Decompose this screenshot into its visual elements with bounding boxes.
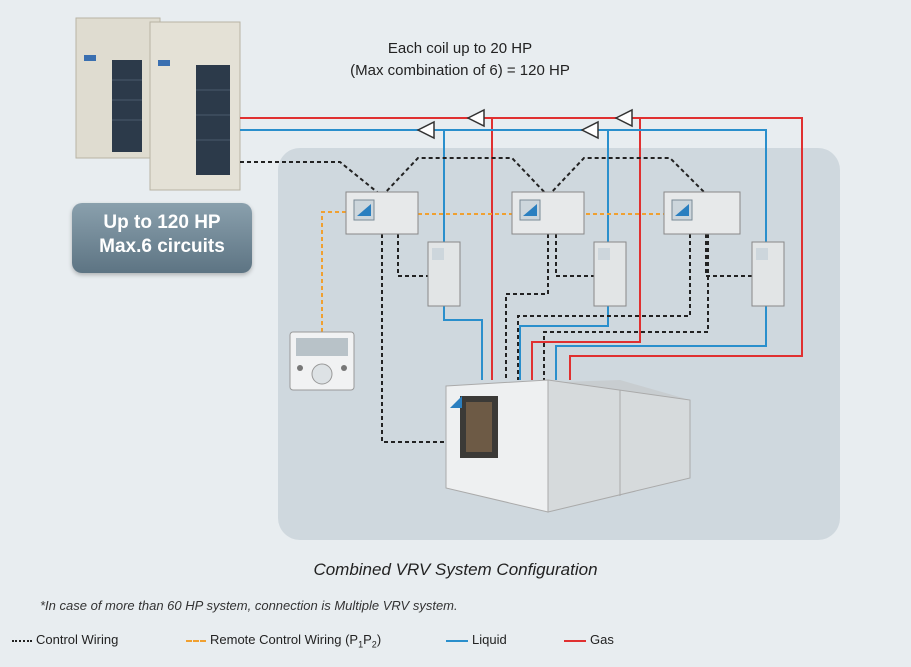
diagram-caption: Combined VRV System Configuration	[313, 560, 598, 579]
legend-label-remote: Remote Control Wiring (P	[210, 632, 359, 647]
header-line-1: Each coil up to 20 HP	[387, 40, 533, 57]
capacity-badge: Up to 120 HP Max.6 circuits	[72, 203, 252, 273]
control-wiring	[240, 157, 752, 443]
legend-swatch-control	[12, 639, 32, 642]
legend-label-remote-end: )	[376, 632, 382, 647]
legend-swatch-liquid	[446, 639, 468, 642]
badge-line-2: Max.6 circuits	[99, 236, 225, 257]
legend-remote-wiring: Remote Control Wiring (P1P2)	[186, 632, 381, 650]
footnote: *In case of more than 60 HP system, conn…	[40, 598, 458, 613]
expansion-valve-kit-icon	[427, 241, 785, 307]
legend-control-wiring: Control Wiring	[12, 632, 118, 647]
outdoor-unit-icon	[75, 17, 241, 191]
badge-line-1: Up to 120 HP	[103, 212, 221, 233]
legend-liquid: Liquid	[446, 632, 507, 647]
legend-label-control: Control Wiring	[36, 632, 119, 647]
control-box-icon	[345, 191, 741, 235]
legend-label-liquid: Liquid	[472, 632, 507, 647]
remote-controller-icon	[289, 331, 355, 391]
legend-label-remote-mid: P	[363, 632, 372, 647]
liquid-lines	[240, 129, 767, 380]
legend-label-gas: Gas	[590, 632, 614, 647]
triangle-valve-icon	[416, 108, 633, 140]
legend-swatch-gas	[564, 639, 586, 642]
remote-control-wiring	[321, 211, 664, 332]
legend-swatch-remote	[186, 639, 206, 642]
legend-sub-1: 1	[358, 639, 364, 650]
background-panel	[278, 148, 840, 540]
header-line-2: (Max combination of 6) = 120 HP	[350, 62, 570, 79]
air-handling-unit-icon	[445, 379, 691, 513]
legend-gas: Gas	[564, 632, 614, 647]
legend-sub-2: 2	[371, 639, 377, 650]
